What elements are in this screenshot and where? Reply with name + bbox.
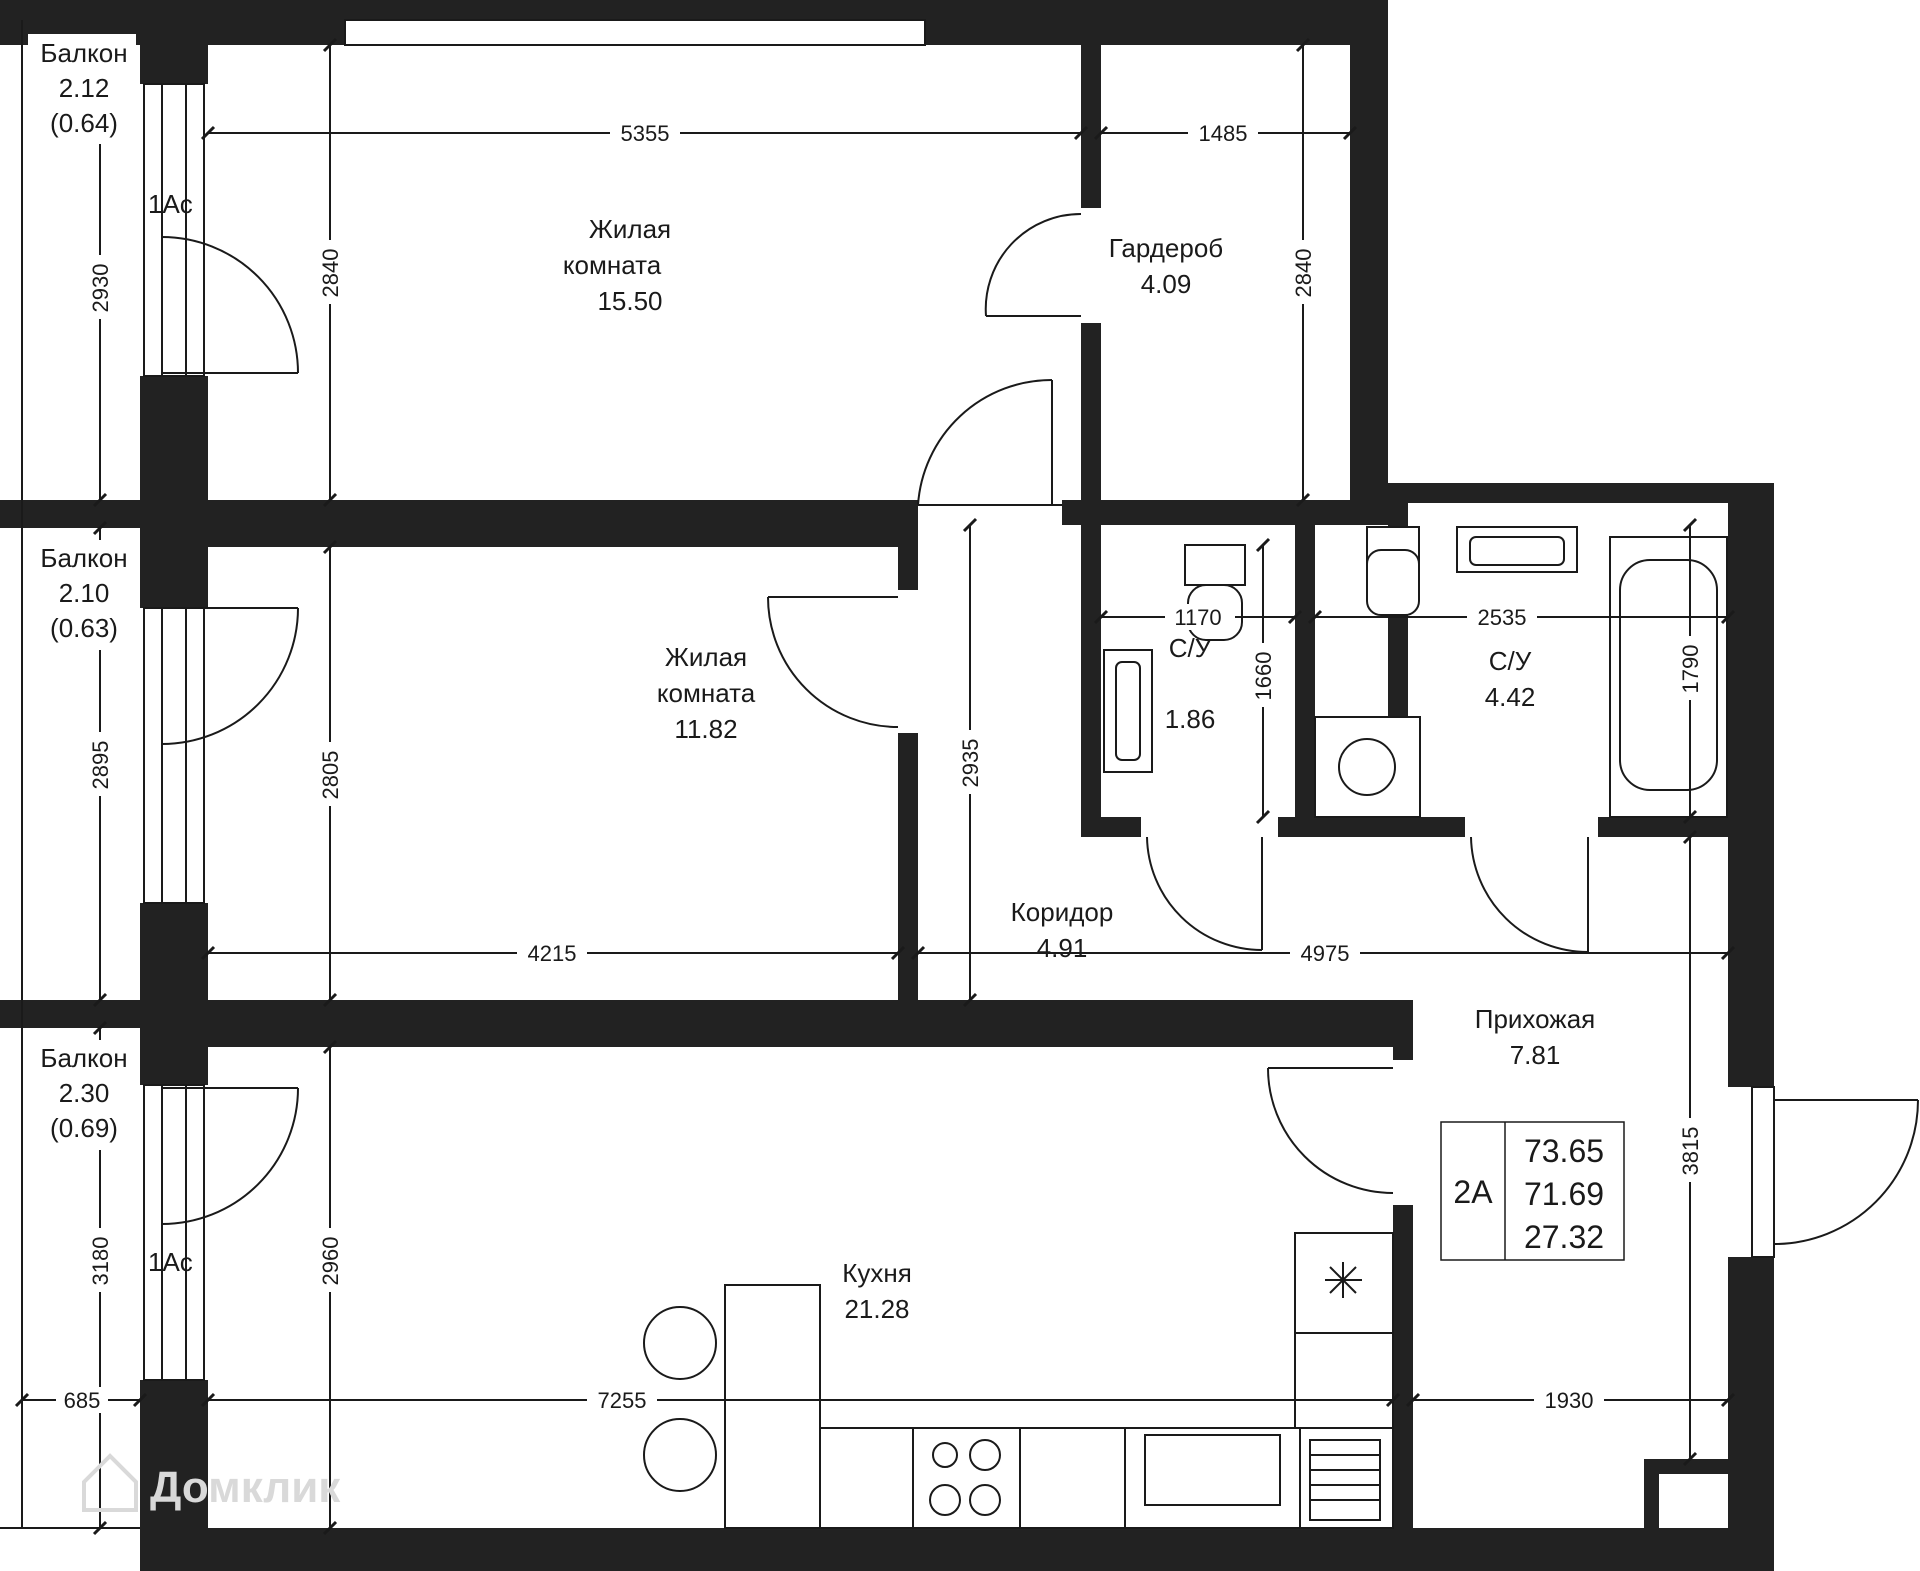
watermark: Домклик xyxy=(82,1453,341,1512)
dim-1660: 1660 xyxy=(1251,652,1276,701)
living-total-area: 71.69 xyxy=(1524,1176,1604,1212)
bath-small-name: С/У xyxy=(1169,633,1212,663)
balcony3-area: 2.30 xyxy=(59,1078,110,1108)
dim-3815: 3815 xyxy=(1678,1127,1703,1176)
bath-small-area: 1.86 xyxy=(1165,704,1216,734)
dim-2840-living: 2840 xyxy=(318,249,343,298)
dim-4975: 4975 xyxy=(1301,941,1350,966)
corridor-area: 4.91 xyxy=(1037,933,1088,963)
balcony1-name: Балкон xyxy=(40,38,127,68)
balcony1-reduced: (0.64) xyxy=(50,108,118,138)
corridor-name: Коридор xyxy=(1011,897,1114,927)
living1-area: 15.50 xyxy=(597,286,662,316)
total-area: 73.65 xyxy=(1524,1133,1604,1169)
kitchen-name: Кухня xyxy=(842,1258,912,1288)
dim-685: 685 xyxy=(64,1388,101,1413)
window-mark-1: 1Ас xyxy=(148,189,193,219)
dim-2935: 2935 xyxy=(958,739,983,788)
dim-1170: 1170 xyxy=(1174,605,1221,630)
dim-3180: 3180 xyxy=(88,1237,113,1286)
living-area: 27.32 xyxy=(1524,1219,1604,1255)
wardrobe-name: Гардероб xyxy=(1109,233,1223,263)
windows xyxy=(143,19,1775,1381)
living1-name-2: комната xyxy=(563,250,662,280)
kitchen-area: 21.28 xyxy=(844,1294,909,1324)
house-icon xyxy=(82,1453,138,1512)
hall-area: 7.81 xyxy=(1510,1040,1561,1070)
walls xyxy=(0,0,1774,1571)
bath-large-area: 4.42 xyxy=(1485,682,1536,712)
dim-2805: 2805 xyxy=(318,751,343,800)
dim-2535: 2535 xyxy=(1478,605,1527,630)
dim-2930: 2930 xyxy=(88,264,113,313)
dim-2960: 2960 xyxy=(318,1237,343,1286)
hall-name: Прихожая xyxy=(1475,1004,1595,1034)
dim-4215: 4215 xyxy=(528,941,577,966)
balcony-labels: Балкон 2.12 (0.64) Балкон 2.10 (0.63) Ба… xyxy=(28,34,136,1150)
kitchen-sink-icon xyxy=(1144,1434,1281,1506)
apartment-summary: 2А 73.65 71.69 27.32 xyxy=(1440,1121,1625,1261)
bath-large-name: С/У xyxy=(1489,646,1532,676)
room-labels: Жилая комната 15.50 Гардероб 4.09 Жилая … xyxy=(563,214,1595,1324)
balcony2-name: Балкон xyxy=(40,543,127,573)
window-marks: 1Ас 1Ас xyxy=(148,189,193,1277)
living2-name-2: комната xyxy=(657,678,756,708)
dim-1485: 1485 xyxy=(1199,121,1248,146)
living1-name-1: Жилая xyxy=(589,214,671,244)
door-swings xyxy=(161,212,1919,1245)
wardrobe-area: 4.09 xyxy=(1141,269,1192,299)
living2-area: 11.82 xyxy=(674,714,737,744)
star-icon xyxy=(1325,1262,1362,1298)
balcony3-reduced: (0.69) xyxy=(50,1113,118,1143)
balcony-outlines xyxy=(0,20,140,1529)
apartment-type: 2А xyxy=(1453,1174,1493,1210)
dim-1930: 1930 xyxy=(1545,1388,1594,1413)
living2-name-1: Жилая xyxy=(665,642,747,672)
toilet-icon xyxy=(1184,544,1246,586)
dim-1790: 1790 xyxy=(1678,645,1703,694)
window-mark-2: 1Ас xyxy=(148,1247,193,1277)
balcony2-area: 2.10 xyxy=(59,578,110,608)
dimension-labels: 5355 1485 2930 2840 2840 2895 2805 2935 … xyxy=(56,120,1704,1413)
dim-2840-wardrobe: 2840 xyxy=(1291,249,1316,298)
chair-icon xyxy=(643,1306,717,1380)
balcony2-reduced: (0.63) xyxy=(50,613,118,643)
balcony3-name: Балкон xyxy=(40,1043,127,1073)
watermark-text: Домклик xyxy=(150,1463,341,1512)
chair-icon xyxy=(643,1418,717,1492)
dim-5355: 5355 xyxy=(621,121,670,146)
dim-7255: 7255 xyxy=(598,1388,647,1413)
balcony1-area: 2.12 xyxy=(59,73,110,103)
dim-2895: 2895 xyxy=(88,741,113,790)
